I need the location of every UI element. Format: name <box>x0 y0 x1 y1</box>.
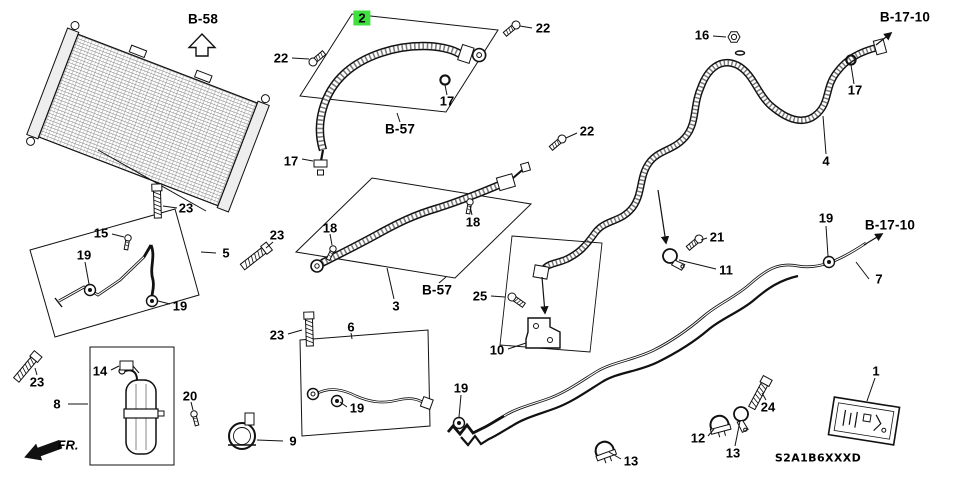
label-plate-1 <box>827 396 901 446</box>
callout-18-14[interactable]: 18 <box>322 220 338 236</box>
pipe-7 <box>446 241 867 447</box>
callout-22-2[interactable]: 22 <box>273 50 289 66</box>
callout-13-41[interactable]: 13 <box>623 453 639 469</box>
callout-10-31[interactable]: 10 <box>489 342 505 358</box>
callout-11-22[interactable]: 11 <box>719 262 733 278</box>
callout-5-18[interactable]: 5 <box>222 245 230 261</box>
leader-lines <box>34 25 876 460</box>
callout-3-23[interactable]: 3 <box>392 298 400 314</box>
ref-link-b-17-10[interactable]: B-17-10 <box>879 9 931 25</box>
nut-16 <box>727 31 741 43</box>
callout-4-10[interactable]: 4 <box>822 153 830 169</box>
callout-14-32[interactable]: 14 <box>92 363 108 379</box>
hose-3-group <box>238 161 533 279</box>
callout-18-15[interactable]: 18 <box>465 214 481 230</box>
callout-15-13[interactable]: 15 <box>93 225 109 241</box>
callout-2-1[interactable]: 2 <box>353 10 371 26</box>
callout-13-42[interactable]: 13 <box>725 445 741 461</box>
callout-12-40[interactable]: 12 <box>690 430 706 446</box>
receiver-drier-group <box>89 346 201 466</box>
callout-1-38[interactable]: 1 <box>872 363 880 379</box>
callout-7-26[interactable]: 7 <box>875 271 883 287</box>
callout-23-16[interactable]: 23 <box>269 227 285 243</box>
hose-4 <box>501 18 888 280</box>
condenser <box>26 21 270 213</box>
callout-21-19[interactable]: 21 <box>709 229 725 245</box>
callout-19-27[interactable]: 19 <box>172 298 188 314</box>
callout-16-4[interactable]: 16 <box>694 27 710 43</box>
pipe-5-group <box>29 183 200 338</box>
ref-link-b-57[interactable]: B-57 <box>384 121 416 137</box>
callout-17-11[interactable]: 17 <box>283 153 299 169</box>
fr-arrow-icon <box>24 439 63 461</box>
ref-link-b-58[interactable]: B-58 <box>187 11 219 27</box>
bracket-10-group <box>499 235 603 353</box>
callout-19-20[interactable]: 19 <box>818 210 834 226</box>
hose-2-group <box>299 13 499 176</box>
callout-23-12[interactable]: 23 <box>178 200 194 216</box>
up-arrow-icon <box>187 32 217 57</box>
ref-link-b-17-10[interactable]: B-17-10 <box>864 217 916 233</box>
callout-25-25[interactable]: 25 <box>472 288 488 304</box>
reference-arrows <box>540 31 893 315</box>
callout-20-34[interactable]: 20 <box>182 388 198 404</box>
ref-link-b-57[interactable]: B-57 <box>421 282 453 298</box>
part-14 <box>119 360 134 371</box>
callout-17-6[interactable]: 17 <box>439 93 455 109</box>
callout-24-37[interactable]: 24 <box>760 399 776 415</box>
callout-22-9[interactable]: 22 <box>579 123 595 139</box>
callout-23-28[interactable]: 23 <box>29 374 45 390</box>
callout-9-39[interactable]: 9 <box>289 433 297 449</box>
callout-6-30[interactable]: 6 <box>347 319 355 335</box>
pipe-6-group <box>299 311 434 437</box>
callout-17-8[interactable]: 17 <box>847 82 863 98</box>
callout-19-17[interactable]: 19 <box>76 247 92 263</box>
callout-23-29[interactable]: 23 <box>269 327 285 343</box>
diagram-code: S2A1B6XXXD <box>774 451 862 465</box>
callout-22-3[interactable]: 22 <box>535 20 551 36</box>
callout-19-35[interactable]: 19 <box>349 400 365 416</box>
callout-8-33[interactable]: 8 <box>53 396 61 412</box>
callout-19-36[interactable]: 19 <box>453 380 469 396</box>
clamp-9 <box>228 412 256 450</box>
front-direction-label: FR. <box>57 437 79 453</box>
